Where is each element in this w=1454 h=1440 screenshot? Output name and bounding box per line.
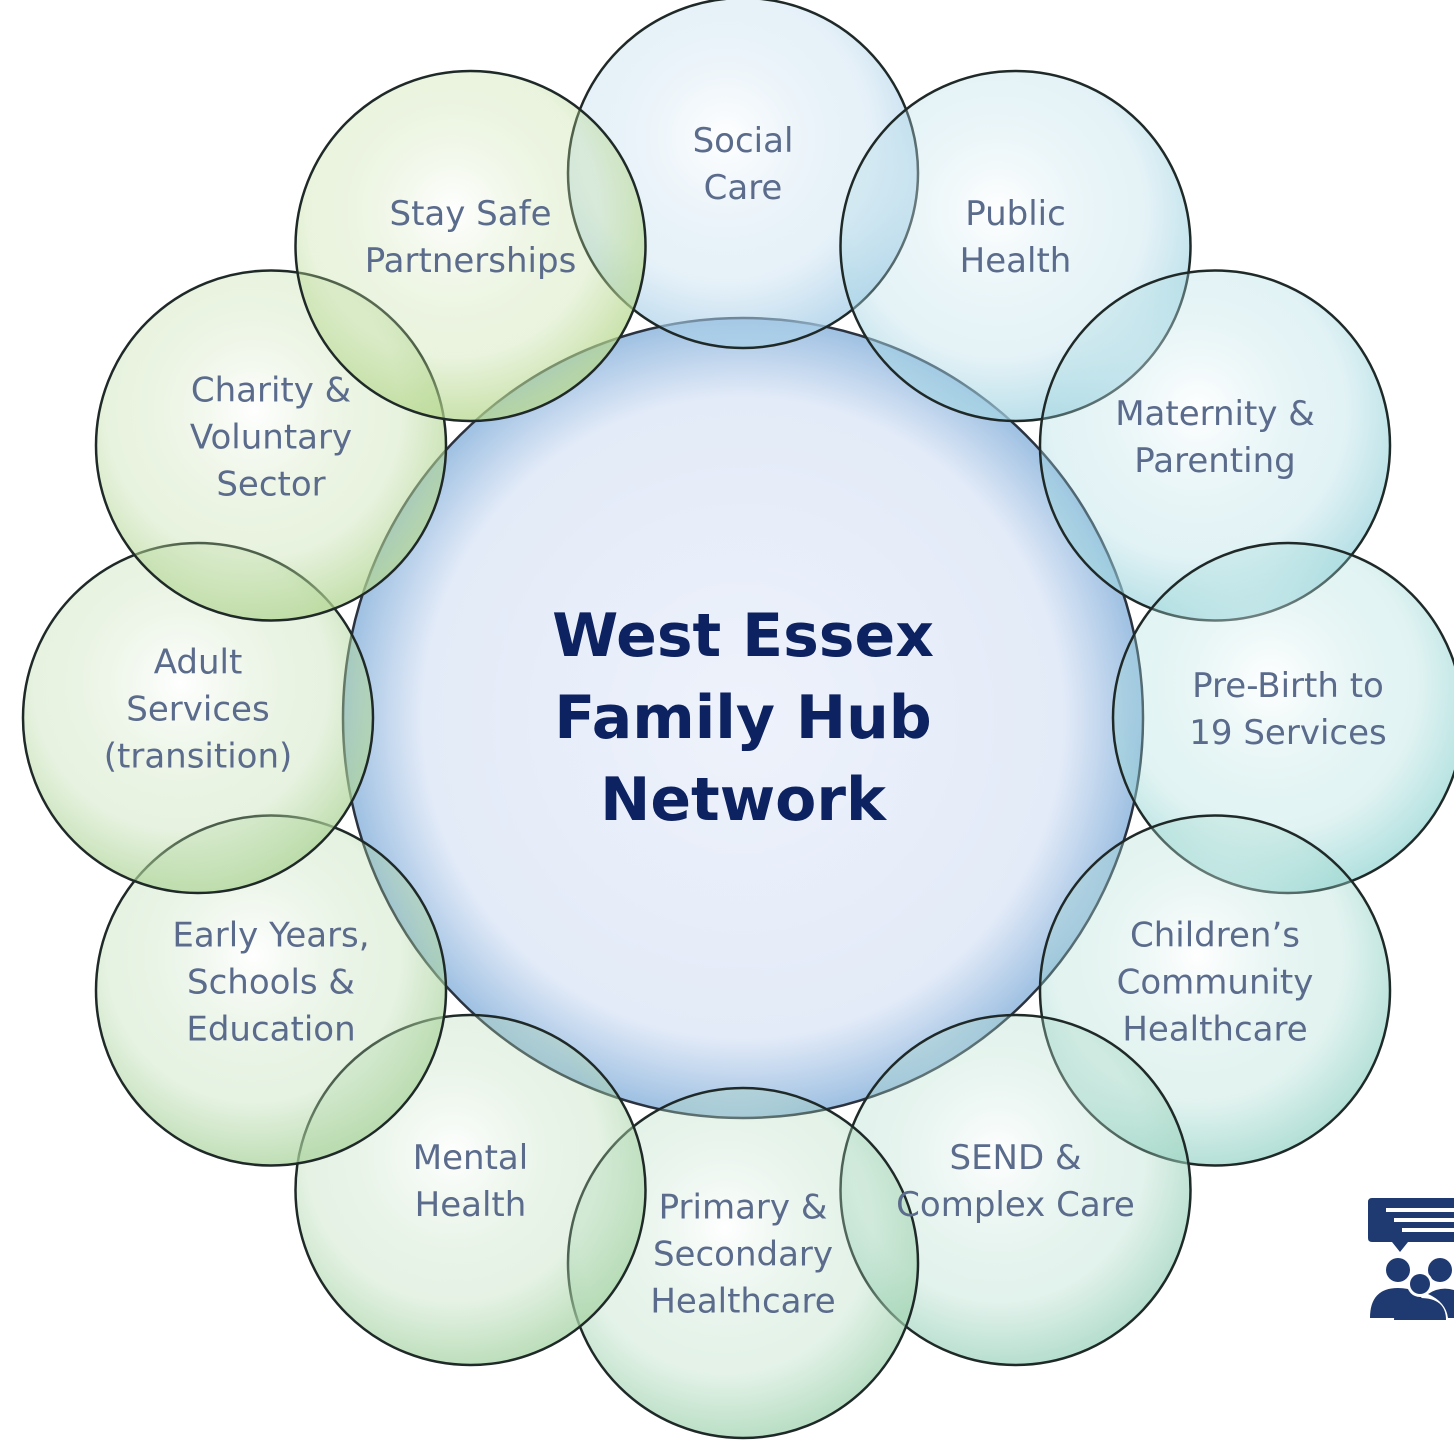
node-label-line: Secondary xyxy=(652,1234,834,1275)
node-label-line: Health xyxy=(959,241,1072,281)
node-label-line: Complex Care xyxy=(896,1185,1135,1225)
node-label-line: Healthcare xyxy=(1122,1009,1308,1049)
node-label-line: Charity & xyxy=(190,370,352,410)
node-label-line: Voluntary xyxy=(189,417,353,457)
node-label-line: Mental xyxy=(412,1138,529,1178)
node-label-line: Early Years, xyxy=(172,915,370,955)
node-label-line: Pre-Birth to xyxy=(1192,666,1384,706)
node-label-line: Healthcare xyxy=(650,1281,836,1322)
node-label-line: Maternity & xyxy=(1115,393,1315,434)
node-label-early-years-schools-education: Early Years, Schools & Education xyxy=(172,912,369,1053)
center-title-line: Network xyxy=(600,765,886,835)
node-label-line: Primary & xyxy=(658,1187,828,1228)
people-presentation-icon xyxy=(1368,1198,1454,1320)
node-label-line: Community xyxy=(1116,962,1314,1002)
node-label-line: 19 Services xyxy=(1189,713,1387,753)
node-label-line: Schools & xyxy=(187,962,355,1002)
node-label-line: Care xyxy=(703,168,783,208)
node-label-line: Services xyxy=(126,689,270,730)
node-label-line: Parenting xyxy=(1134,440,1296,481)
node-label-line: (transition) xyxy=(103,736,293,777)
node-circle-stay-safe-partnerships xyxy=(294,69,647,423)
node-label-line: Stay Safe xyxy=(389,194,552,234)
node-label-line: Education xyxy=(186,1009,356,1049)
node-label-maternity-parenting: Maternity & Parenting xyxy=(1115,391,1315,485)
node-label-line: Public xyxy=(965,194,1066,234)
center-title-line: West Essex xyxy=(552,601,934,671)
center-title-line: Family Hub xyxy=(554,683,932,753)
node-label-send-complex-care: SEND & Complex Care xyxy=(896,1135,1135,1229)
node-label-line: Adult xyxy=(153,642,243,683)
node-label-line: Children’s xyxy=(1130,915,1300,955)
node-label-line: Social xyxy=(692,121,794,161)
node-label-line: Health xyxy=(414,1185,527,1225)
node-label-pre-birth-19: Pre-Birth to 19 Services xyxy=(1189,663,1386,757)
node-label-line: Partnerships xyxy=(364,241,577,281)
node-label-line: Sector xyxy=(216,464,326,504)
node-label-line: SEND & xyxy=(949,1138,1082,1178)
